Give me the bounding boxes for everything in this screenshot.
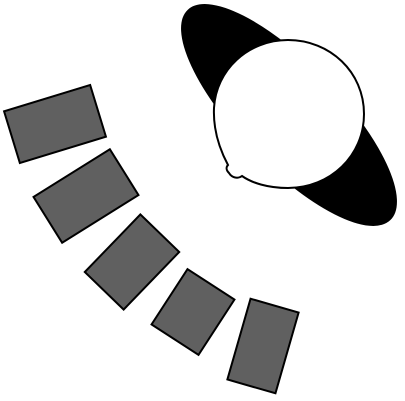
- head-circle: [214, 40, 364, 188]
- panel-3: [85, 214, 179, 309]
- panel-5: [227, 299, 298, 394]
- panel-4: [152, 269, 235, 355]
- panel-2: [34, 149, 139, 242]
- panel-1: [4, 85, 106, 163]
